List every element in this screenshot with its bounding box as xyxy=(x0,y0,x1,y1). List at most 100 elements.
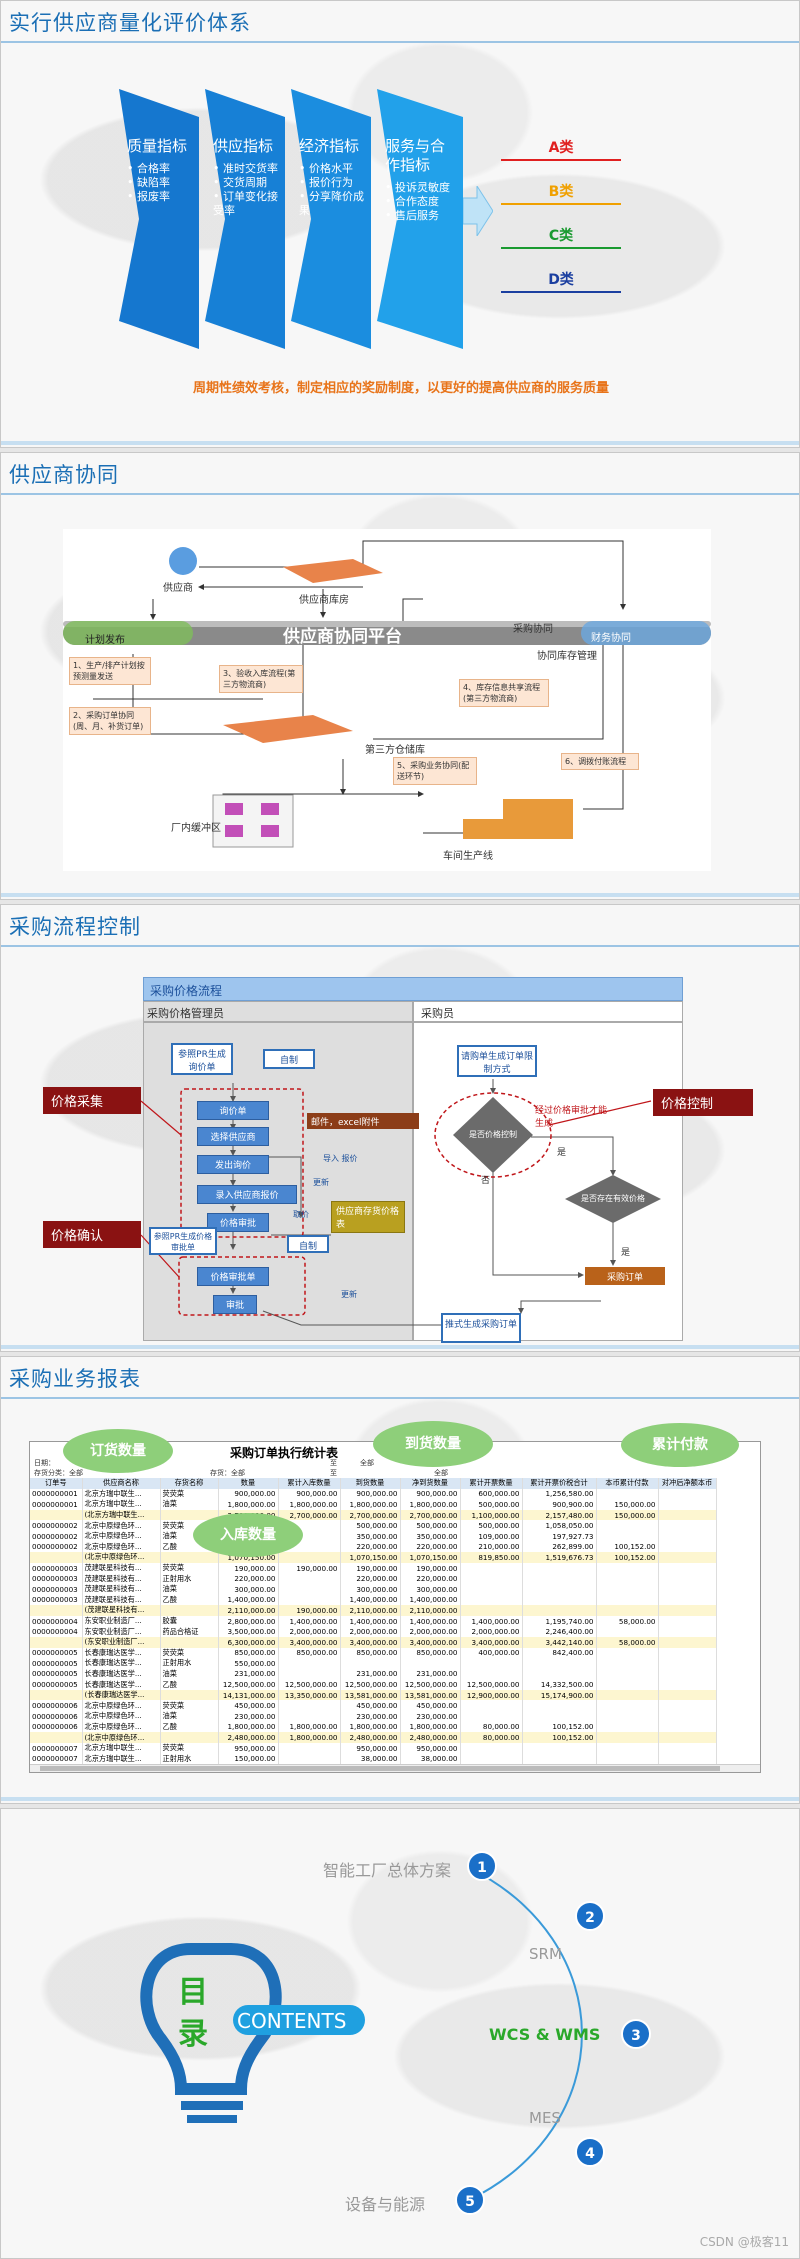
column-header[interactable]: 订单号 xyxy=(30,1478,83,1489)
table-cell: 1,400,000.00 xyxy=(400,1615,461,1627)
grade-line xyxy=(501,291,621,293)
report-table-wrap[interactable]: 订单号供应商名称存货名称数量累计入库数量到货数量净到货数量累计开票数量累计开票价… xyxy=(30,1478,760,1764)
toc-item-5[interactable]: 设备与能源 5 xyxy=(321,2185,501,2215)
table-cell: 0000000003 xyxy=(30,1562,83,1574)
column-header[interactable]: 本币累计付款 xyxy=(596,1478,659,1489)
table-cell xyxy=(278,1700,341,1712)
title-divider xyxy=(1,1397,799,1399)
indicator-title: 服务与合作指标 xyxy=(385,137,446,174)
table-cell: 2,480,000.00 xyxy=(218,1732,279,1743)
scroll-thumb[interactable] xyxy=(40,1766,720,1771)
table-cell: 1,195,740.00 xyxy=(522,1615,597,1627)
table-cell: 190,000.00 xyxy=(400,1562,461,1574)
table-cell xyxy=(30,1509,83,1521)
column-header[interactable]: 净到货数量 xyxy=(400,1478,461,1489)
report-window: 采购订单执行统计表 日期： 存货分类：全部 存货：全部 至 全部 至 全部 订单… xyxy=(29,1441,761,1773)
table-cell: 胶囊 xyxy=(160,1615,219,1627)
column-header[interactable]: 累计入库数量 xyxy=(278,1478,341,1489)
flow-header: 采购价格流程 xyxy=(143,977,683,1001)
column-header[interactable]: 累计开票价税合计 xyxy=(522,1478,597,1489)
table-cell: 500,000.00 xyxy=(460,1499,523,1510)
slide-supplier-evaluation: 实行供应商量化评价体系 质量指标 合格率缺陷率报废率 供应指标 准时交货率交货周… xyxy=(0,0,800,448)
column-header[interactable]: 供应商名称 xyxy=(82,1478,161,1489)
table-cell: 0000000001 xyxy=(30,1499,83,1510)
table-cell: 15,174,900.00 xyxy=(522,1689,597,1701)
toc-item-1[interactable]: 智能工厂总体方案 1 xyxy=(281,1851,497,1881)
table-cell: 950,000.00 xyxy=(340,1742,401,1754)
column-header[interactable]: 数量 xyxy=(218,1478,279,1489)
column-header[interactable]: 累计开票数量 xyxy=(460,1478,523,1489)
table-cell: 0000000005 xyxy=(30,1668,83,1680)
indicator-item: 售后服务 xyxy=(385,209,455,223)
indicator-item: 准时交货率 xyxy=(213,162,279,176)
table-cell xyxy=(596,1721,659,1733)
box-ref-pr: 参照PR生成询价单 xyxy=(171,1043,233,1075)
toc-item-3[interactable]: WCS & WMS 3 xyxy=(481,2019,653,2049)
table-cell: 1,400,000.00 xyxy=(340,1615,401,1627)
table-cell: 500,000.00 xyxy=(460,1520,523,1531)
table-cell xyxy=(30,1732,83,1743)
column-header[interactable]: 到货数量 xyxy=(340,1478,401,1489)
label-line: 车间生产线 xyxy=(443,851,493,862)
table-cell: 600,000.00 xyxy=(460,1488,523,1500)
box-ref-pr2: 参照PR生成价格审批单 xyxy=(149,1227,217,1255)
column-header[interactable]: 对冲后净额本币 xyxy=(658,1478,717,1489)
table-cell: 0000000003 xyxy=(30,1583,83,1595)
grade-a: A类 xyxy=(548,140,574,156)
column-header[interactable]: 存货名称 xyxy=(160,1478,219,1489)
contents-label: CONTENTS xyxy=(237,2009,347,2033)
table-cell xyxy=(278,1668,341,1680)
table-cell: 0000000005 xyxy=(30,1647,83,1659)
table-cell: 北京方瑞中联生... xyxy=(82,1499,161,1510)
report-meta-to1: 至 xyxy=(330,1459,337,1467)
toc-item-2[interactable]: SRM 2 xyxy=(501,1901,607,1963)
table-cell: 1,800,000.00 xyxy=(400,1721,461,1733)
table-cell xyxy=(596,1658,659,1669)
table-cell xyxy=(278,1552,341,1563)
label-import: 导入 报价 xyxy=(323,1154,358,1163)
table-cell xyxy=(658,1562,717,1574)
table-cell: 12,500,000.00 xyxy=(218,1679,279,1690)
table-cell xyxy=(596,1689,659,1701)
table-cell: 0000000002 xyxy=(30,1520,83,1531)
table-cell xyxy=(658,1658,717,1669)
table-cell xyxy=(658,1615,717,1627)
table-cell: 850,000.00 xyxy=(218,1647,279,1659)
toc-item-4[interactable]: MES 4 xyxy=(521,2109,627,2169)
table-cell xyxy=(278,1594,341,1606)
table-cell: 茂建联星科技有... xyxy=(82,1573,161,1584)
table-cell: 1,800,000.00 xyxy=(218,1721,279,1733)
box-review: 审批 xyxy=(213,1295,257,1314)
slide-supplier-collaboration: 供应商协同 xyxy=(0,452,800,900)
horizontal-scrollbar[interactable] xyxy=(30,1764,760,1772)
table-cell: 长春康瑞达医学... xyxy=(82,1668,161,1680)
indicator-item: 价格水平 xyxy=(299,162,365,176)
table-cell xyxy=(658,1679,717,1690)
